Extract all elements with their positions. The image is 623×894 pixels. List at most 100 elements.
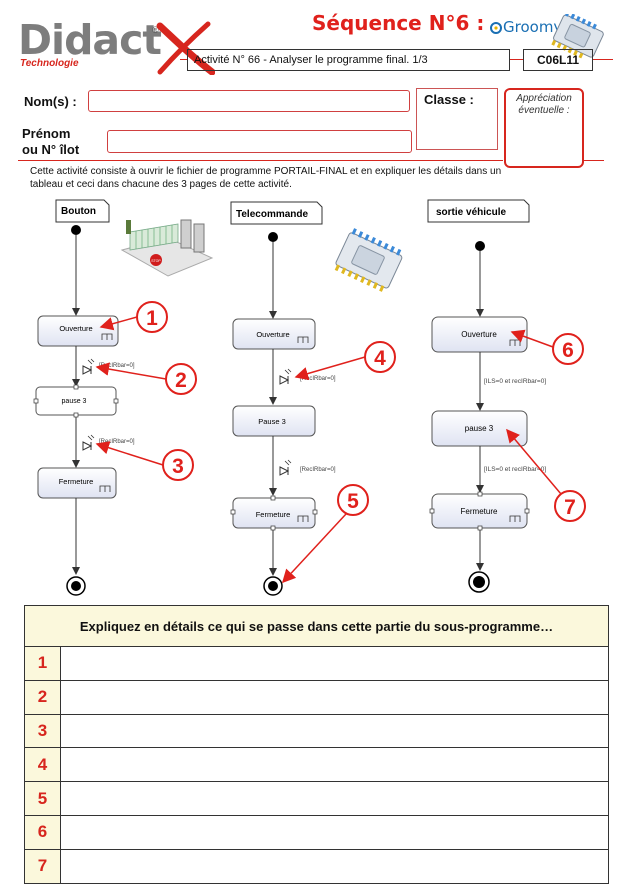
- logo-registered-mark: ®: [152, 25, 159, 35]
- class-field[interactable]: [416, 88, 498, 150]
- state-ouverture: Ouverture: [232, 318, 316, 350]
- state-label: Ouverture: [256, 330, 289, 339]
- name-field[interactable]: [88, 90, 410, 112]
- appreciation-label-2: éventuelle :: [518, 105, 570, 116]
- table-header: Expliquez en détails ce qui se passe dan…: [24, 605, 609, 647]
- marker-number: 1: [146, 307, 158, 330]
- row-number: 1: [24, 646, 61, 681]
- firstname-field[interactable]: [107, 130, 412, 153]
- row-number: 4: [24, 747, 61, 783]
- table-header-row: Expliquez en détails ce qui se passe dan…: [24, 605, 609, 647]
- marker-number: 7: [564, 496, 576, 519]
- guard-label: [RecIRbar=0]: [99, 363, 135, 369]
- marker-6: 6: [510, 329, 584, 365]
- brand-name: Groomy: [503, 18, 563, 36]
- marker-3: 3: [95, 441, 194, 481]
- logo-subtitle: Technologie: [20, 58, 79, 69]
- intro-text: Cette activité consiste à ouvrir le fich…: [30, 166, 502, 190]
- diagram-sortie-vehicule: sortie véhicule Ouverture [ILS=0 et recI…: [427, 199, 546, 593]
- divider: [593, 59, 613, 60]
- subprocess-icon: [101, 333, 113, 340]
- firstname-label-2: ou N° îlot: [22, 142, 80, 157]
- diagram-title: sortie véhicule: [436, 207, 506, 218]
- state-fermeture: Fermeture: [37, 467, 117, 499]
- stop-sign-label: STOP: [151, 259, 161, 263]
- state-label: Pause 3: [258, 417, 286, 426]
- state-label: Ouverture: [461, 330, 497, 339]
- state-label: Fermeture: [461, 507, 498, 516]
- logo-x-swoosh: [156, 21, 215, 75]
- signal-icon: [279, 368, 292, 385]
- guard-label: [RecIRbar=0]: [300, 376, 336, 382]
- subprocess-icon: [509, 515, 521, 522]
- table-row: 3: [24, 713, 609, 749]
- initial-node: [475, 241, 485, 251]
- signal-icon: [279, 459, 292, 476]
- answer-cell[interactable]: [60, 781, 609, 816]
- state-label: Fermeture: [256, 510, 291, 519]
- state-ouverture: Ouverture: [37, 315, 119, 347]
- marker-number: 3: [172, 455, 184, 478]
- answer-cell[interactable]: [60, 747, 609, 783]
- initial-node: [71, 225, 81, 235]
- form-divider: [18, 160, 503, 161]
- gate-illustration: STOP: [120, 219, 214, 277]
- marker-number: 5: [347, 490, 359, 513]
- marker-2: 2: [95, 362, 197, 395]
- marker-1: 1: [99, 301, 168, 333]
- marker-7: 7: [506, 428, 586, 522]
- activity-code: C06L11: [523, 49, 593, 71]
- signal-icon: [82, 358, 95, 375]
- final-node: [468, 571, 490, 593]
- marker-4: 4: [294, 341, 396, 381]
- guard-label: [ILS=0 et recIRbar=0]: [484, 378, 546, 385]
- final-node: [66, 576, 86, 596]
- answer-cell[interactable]: [60, 848, 609, 884]
- guard-label: [RecIRbar=0]: [99, 439, 135, 445]
- row-number: 6: [24, 814, 61, 850]
- guard-label: [RecIRbar=0]: [300, 467, 336, 473]
- subprocess-icon: [297, 515, 309, 522]
- state-label: pause 3: [465, 424, 494, 433]
- table-row: 4: [24, 747, 609, 783]
- diagram-title-tab: sortie véhicule: [427, 199, 530, 223]
- marker-number: 2: [175, 369, 187, 392]
- answer-cell[interactable]: [60, 679, 609, 715]
- divider: [510, 59, 523, 60]
- activity-title: Activité N° 66 - Analyser le programme f…: [187, 49, 510, 71]
- appreciation-box[interactable]: Appréciation éventuelle :: [504, 88, 584, 168]
- class-label: Classe :: [424, 92, 474, 107]
- brand-logo: Groomy: [489, 18, 563, 38]
- diagram-bouton: Bouton Ouverture [RecIRbar=0] pause 3: [33, 199, 214, 596]
- answer-cell[interactable]: [60, 713, 609, 749]
- state-fermeture: Fermeture: [230, 495, 318, 531]
- state-pause: Pause 3: [232, 405, 316, 437]
- table-row: 6: [24, 814, 609, 850]
- brand-swirl-icon: [490, 22, 502, 34]
- state-fermeture: Fermeture: [429, 491, 530, 531]
- row-number: 7: [24, 848, 61, 884]
- diagram-title-tab: Telecommande: [230, 201, 323, 225]
- subprocess-icon: [99, 485, 111, 492]
- row-number: 3: [24, 713, 61, 749]
- diagram-telecommande: Telecommande Ouverture [RecIRbar=0] Paus…: [230, 201, 403, 596]
- table-row: 2: [24, 679, 609, 715]
- answer-cell[interactable]: [60, 646, 609, 681]
- sequence-title: Séquence N°6 :: [312, 11, 485, 35]
- remote-board-illustration: [334, 228, 403, 292]
- answer-cell[interactable]: [60, 814, 609, 850]
- circuit-board-image: [551, 14, 604, 59]
- marker-number: 6: [562, 339, 574, 362]
- initial-node: [268, 232, 278, 242]
- marker-number: 4: [374, 347, 386, 370]
- state-ouverture: Ouverture: [431, 316, 528, 353]
- state-label: pause 3: [62, 398, 87, 405]
- table-row: 5: [24, 781, 609, 816]
- diagram-title: Bouton: [61, 206, 96, 217]
- answer-table: Expliquez en détails ce qui se passe dan…: [24, 605, 609, 884]
- name-label: Nom(s) :: [24, 94, 77, 109]
- logo-didact: Didact: [18, 16, 162, 64]
- table-row: 7: [24, 848, 609, 884]
- state-pause: pause 3: [33, 384, 119, 418]
- row-number: 5: [24, 781, 61, 816]
